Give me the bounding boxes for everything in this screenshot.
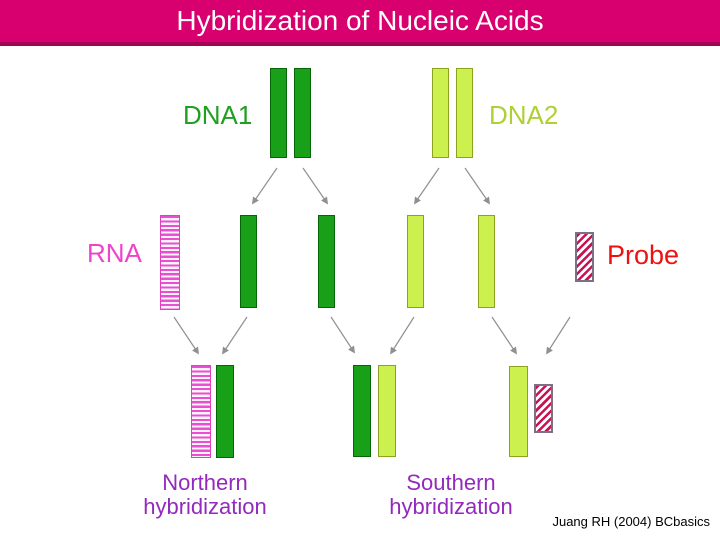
dna1-strand-1 [270, 68, 287, 158]
northern-label-line1: Northern [162, 470, 248, 495]
arrow-dna1-to-southern [330, 316, 355, 354]
southern-hybrid-dna2-strand [378, 365, 396, 457]
rna-label: RNA [87, 238, 142, 268]
title-bar: Hybridization of Nucleic Acids [0, 0, 720, 46]
citation: Juang RH (2004) BCbasics [552, 514, 710, 529]
denatured-dna2-strand-2 [478, 215, 495, 308]
dna2-strand-1 [432, 68, 449, 158]
probe-hybrid-probe-strand [534, 384, 553, 433]
southern-label-line2: hybridization [389, 494, 513, 519]
dna1-label: DNA1 [183, 100, 253, 130]
probe-strand [575, 232, 594, 282]
denatured-dna2-strand-1 [407, 215, 424, 308]
dna1-strand-2 [294, 68, 311, 158]
denatured-dna1-strand-2 [318, 215, 335, 308]
denatured-dna1-strand-1 [240, 215, 257, 308]
slide-title: Hybridization of Nucleic Acids [176, 5, 544, 36]
northern-hybrid-rna-strand [191, 365, 211, 458]
arrow-rna-to-northern [173, 316, 199, 355]
arrow-dna1-strand1-denature [251, 167, 278, 205]
probe-hybrid-dna-strand [509, 366, 528, 457]
arrow-dna2-strand1-denature [413, 167, 440, 205]
northern-hybridization-label: Northern hybridization [120, 471, 290, 519]
southern-hybrid-dna1-strand [353, 365, 371, 457]
dna2-strand-2 [456, 68, 473, 158]
arrow-dna2-to-southern [390, 316, 415, 355]
arrow-dna2-to-probe-hybrid [491, 316, 517, 355]
dna2-label: DNA2 [489, 100, 559, 130]
southern-hybridization-label: Southern hybridization [363, 471, 539, 519]
arrow-dna2-strand2-denature [464, 167, 491, 205]
northern-label-line2: hybridization [143, 494, 267, 519]
arrow-probe-to-probe-hybrid [546, 316, 571, 355]
probe-label: Probe [607, 240, 680, 270]
arrow-dna1-to-northern [222, 316, 248, 355]
northern-hybrid-dna-strand [216, 365, 234, 458]
arrow-dna1-strand2-denature [302, 167, 329, 205]
southern-label-line1: Southern [406, 470, 496, 495]
rna-strand [160, 215, 180, 310]
